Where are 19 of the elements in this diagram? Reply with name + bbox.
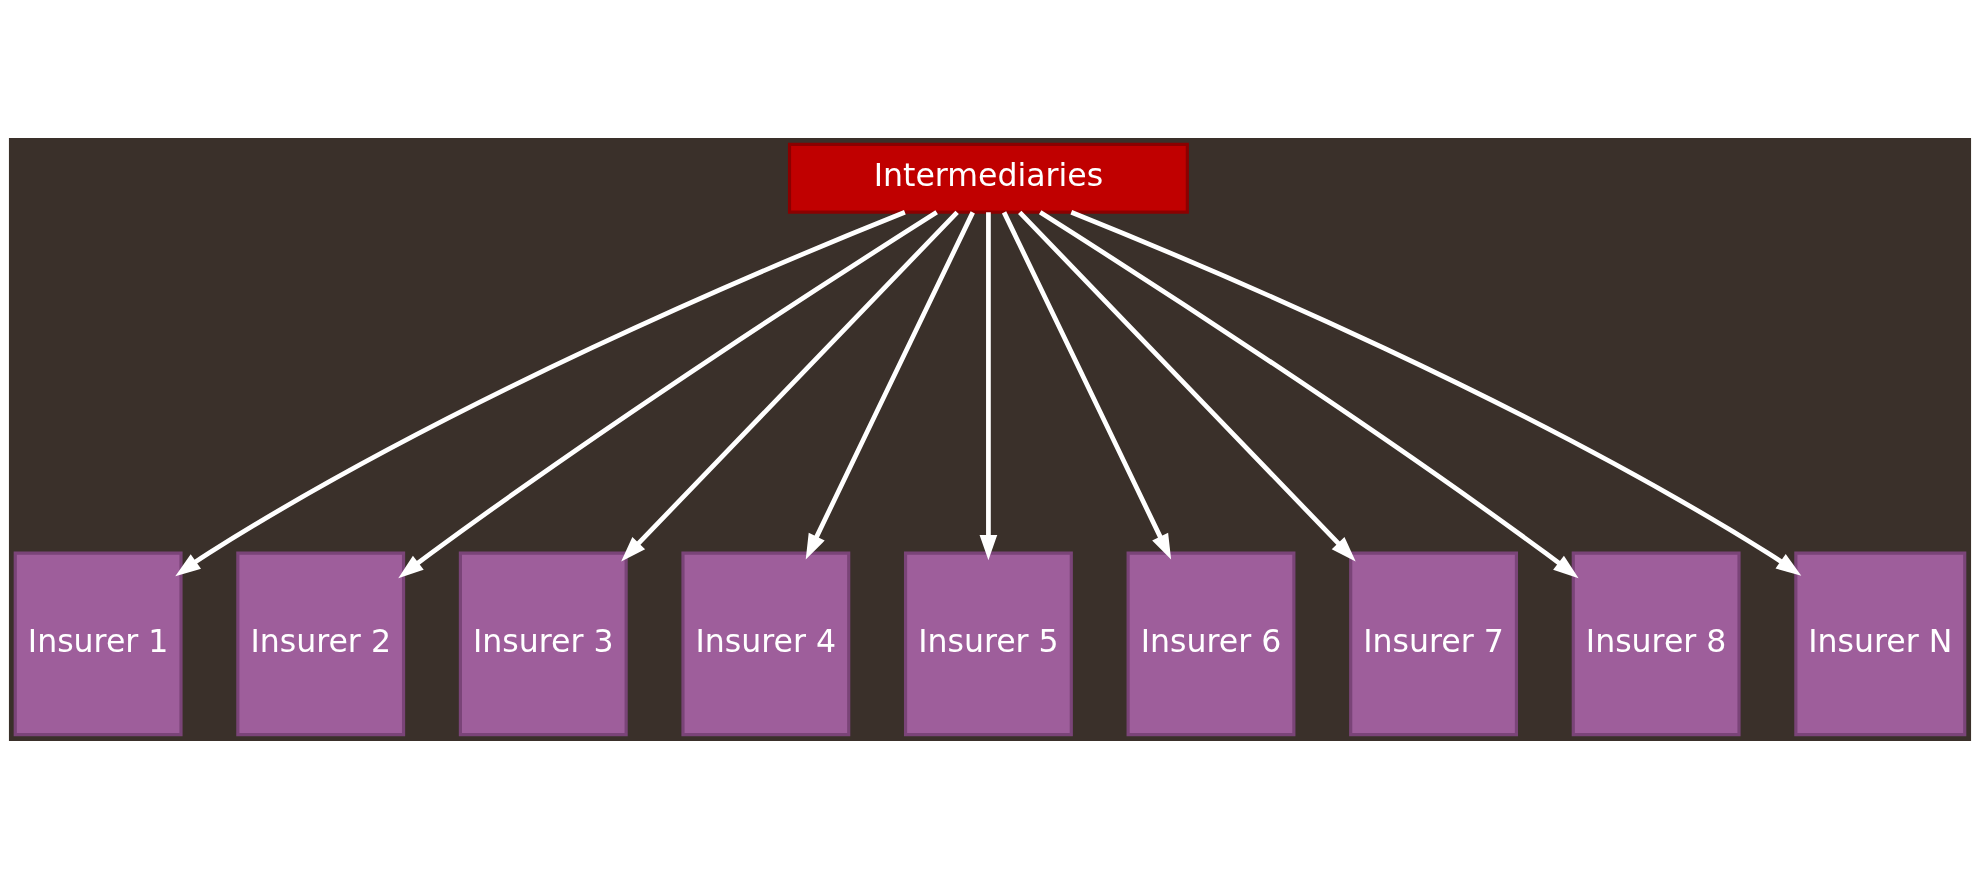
arrow — [398, 210, 938, 579]
arrow — [1070, 210, 1802, 576]
arrow — [175, 210, 906, 577]
node-box: Insurer 7 — [1349, 551, 1518, 737]
node-box: Insurer N — [1794, 551, 1967, 737]
node-box: Insurer 5 — [903, 551, 1073, 737]
arrow — [621, 210, 959, 562]
arrow — [1038, 210, 1579, 579]
node-box: Insurer 6 — [1126, 551, 1296, 737]
node-box: Insurer 3 — [458, 551, 628, 737]
node-box: Insurer 4 — [681, 551, 851, 737]
node-box: Intermediaries — [787, 142, 1189, 214]
node-box: Insurer 8 — [1571, 551, 1741, 737]
node-box: Insurer 1 — [13, 551, 183, 737]
arrow — [1001, 211, 1172, 560]
arrow — [1018, 210, 1356, 562]
arrow — [805, 211, 975, 560]
node-box: Insurer 2 — [236, 551, 406, 737]
arrow — [979, 212, 998, 561]
